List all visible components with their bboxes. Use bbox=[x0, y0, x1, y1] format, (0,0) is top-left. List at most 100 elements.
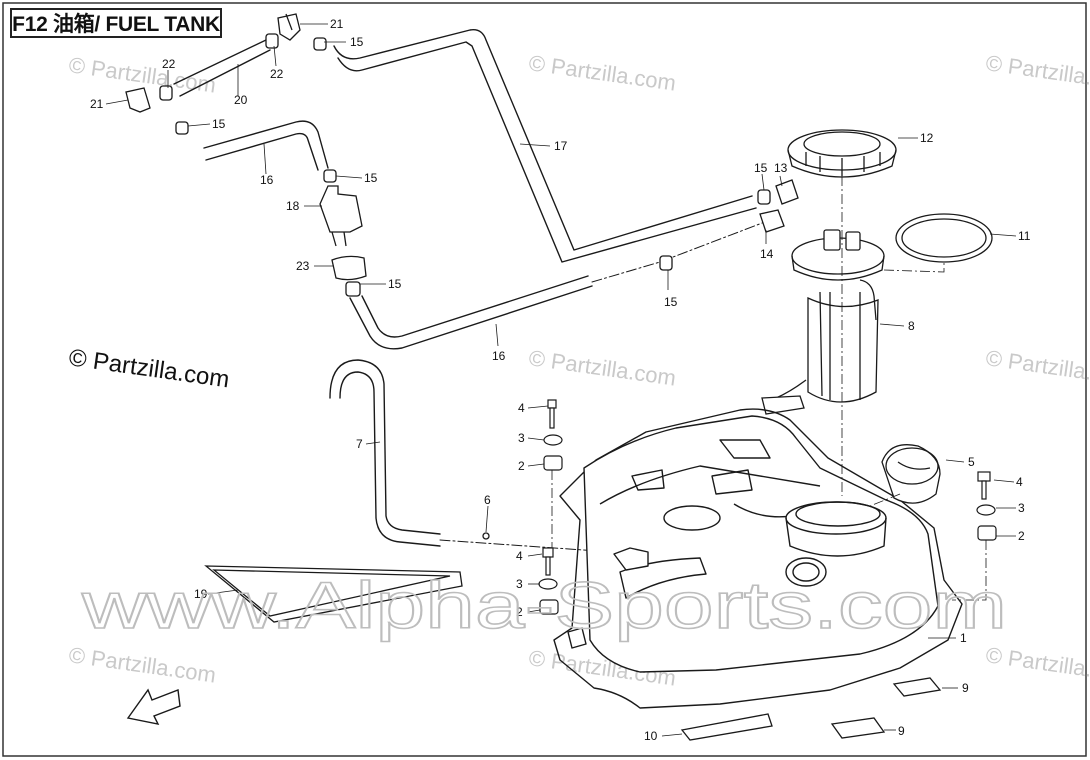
centerline-13-14 bbox=[591, 219, 771, 283]
clamp-22-left bbox=[159, 85, 173, 101]
callout-21-top: 21 bbox=[330, 17, 344, 31]
callout-16-upper: 16 bbox=[260, 173, 274, 187]
callout-15-lower: 15 bbox=[388, 277, 402, 291]
tank-tab-left bbox=[567, 627, 587, 649]
pads bbox=[204, 565, 942, 741]
leader-lines bbox=[105, 23, 1017, 737]
mount-hardware bbox=[538, 399, 997, 615]
callout-2-b: 2 bbox=[516, 605, 523, 619]
callout-20: 20 bbox=[234, 93, 248, 107]
callout-3-b: 3 bbox=[516, 577, 523, 591]
guide-lines bbox=[551, 176, 987, 601]
connector-14 bbox=[759, 209, 785, 233]
watermark-partzilla-dark: © Partzilla.com bbox=[67, 344, 231, 393]
callout-15-pump: 15 bbox=[754, 161, 768, 175]
clamp-15-top bbox=[313, 37, 327, 51]
callout-8: 8 bbox=[908, 319, 915, 333]
grommet-2-c bbox=[977, 525, 997, 541]
callouts: 21 15 22 22 20 21 15 16 15 18 17 12 15 1… bbox=[90, 17, 1031, 743]
callout-14: 14 bbox=[760, 247, 774, 261]
fuel-sender-float bbox=[761, 395, 805, 415]
pad-9-upper bbox=[892, 677, 942, 697]
callout-4-a: 4 bbox=[518, 401, 525, 415]
tank-body bbox=[583, 415, 939, 673]
pad-19 bbox=[204, 565, 463, 623]
lock-ring-12 bbox=[787, 129, 897, 178]
callout-4-c: 4 bbox=[1016, 475, 1023, 489]
clamp-15-filter-top bbox=[323, 169, 337, 183]
hose-17 bbox=[333, 29, 757, 263]
callout-2-c: 2 bbox=[1018, 529, 1025, 543]
bolt-4-a bbox=[547, 399, 557, 409]
seal-11 bbox=[895, 213, 993, 263]
diagram-title: F12 油箱/ FUEL TANK bbox=[12, 13, 220, 36]
callout-15-filter: 15 bbox=[364, 171, 378, 185]
clip-6 bbox=[482, 532, 490, 540]
bolt-4-c bbox=[977, 471, 991, 482]
callout-15-mid: 15 bbox=[664, 295, 678, 309]
washer-3-a bbox=[543, 434, 563, 446]
bolt-4-b bbox=[542, 547, 554, 558]
fuel-pump-8 bbox=[761, 229, 885, 415]
pad-9-lower bbox=[830, 717, 886, 739]
pad-10 bbox=[680, 713, 773, 741]
callout-15-top: 15 bbox=[350, 35, 364, 49]
centerline-6 bbox=[439, 539, 613, 553]
grommet-2-b bbox=[539, 599, 559, 615]
callout-3-c: 3 bbox=[1018, 501, 1025, 515]
clamp-15-left bbox=[175, 121, 189, 135]
fuel-filter-18 bbox=[319, 185, 363, 233]
callout-6: 6 bbox=[484, 493, 491, 507]
title-box: F12 油箱/ FUEL TANK bbox=[10, 8, 222, 38]
tank-flange bbox=[553, 408, 963, 709]
callout-12: 12 bbox=[920, 131, 934, 145]
watermark-partzilla-4: © Partzilla.com bbox=[527, 345, 677, 390]
callout-23: 23 bbox=[296, 259, 310, 273]
callout-9-lower: 9 bbox=[898, 724, 905, 738]
clamp-15-pump bbox=[757, 189, 771, 205]
washer-3-c bbox=[976, 504, 996, 516]
connector-21-left bbox=[125, 87, 151, 113]
direction-arrow bbox=[126, 688, 181, 725]
connector-13 bbox=[775, 179, 799, 205]
fuel-cap-5 bbox=[881, 444, 941, 504]
watermark-partzilla-2: © Partzilla.com bbox=[527, 50, 677, 95]
clamp-22-upper bbox=[265, 33, 279, 49]
hose-16-lower bbox=[349, 275, 593, 350]
connector-21-upper bbox=[277, 13, 301, 41]
callout-16-lower: 16 bbox=[492, 349, 506, 363]
callout-11: 11 bbox=[1018, 229, 1031, 243]
clamp-15-mid bbox=[659, 255, 673, 271]
fittings bbox=[125, 13, 799, 540]
fuel-tank-1 bbox=[553, 408, 963, 709]
hose-7 bbox=[329, 359, 441, 547]
callout-5: 5 bbox=[968, 455, 975, 469]
callout-4-b: 4 bbox=[516, 549, 523, 563]
clamp-15-lower bbox=[345, 281, 361, 297]
callout-13: 13 bbox=[774, 161, 788, 175]
watermark-partzilla-3: © Partzilla.com bbox=[984, 50, 1090, 95]
callout-22-left: 22 bbox=[162, 57, 176, 71]
watermark-partzilla-5: © Partzilla.com bbox=[984, 345, 1090, 390]
callout-10: 10 bbox=[644, 729, 658, 743]
grommet-2-a bbox=[543, 455, 563, 471]
callout-17: 17 bbox=[554, 139, 568, 153]
hose-20 bbox=[173, 39, 271, 97]
callout-21-left: 21 bbox=[90, 97, 104, 111]
callout-7: 7 bbox=[356, 437, 363, 451]
callout-15-left: 15 bbox=[212, 117, 226, 131]
callout-3-a: 3 bbox=[518, 431, 525, 445]
watermark-alpha-sports: www.Alpha-Sports.com bbox=[81, 568, 1007, 642]
callout-9-upper: 9 bbox=[962, 681, 969, 695]
watermark-partzilla-8: © Partzilla.com bbox=[984, 642, 1090, 687]
hose-16-upper bbox=[203, 120, 329, 171]
watermark-partzilla-6: © Partzilla.com bbox=[67, 642, 217, 687]
hoses bbox=[173, 29, 771, 553]
clamp-23 bbox=[331, 255, 367, 281]
callout-2-a: 2 bbox=[518, 459, 525, 473]
callout-18: 18 bbox=[286, 199, 300, 213]
callout-22-top: 22 bbox=[270, 67, 284, 81]
callout-1: 1 bbox=[960, 631, 967, 645]
